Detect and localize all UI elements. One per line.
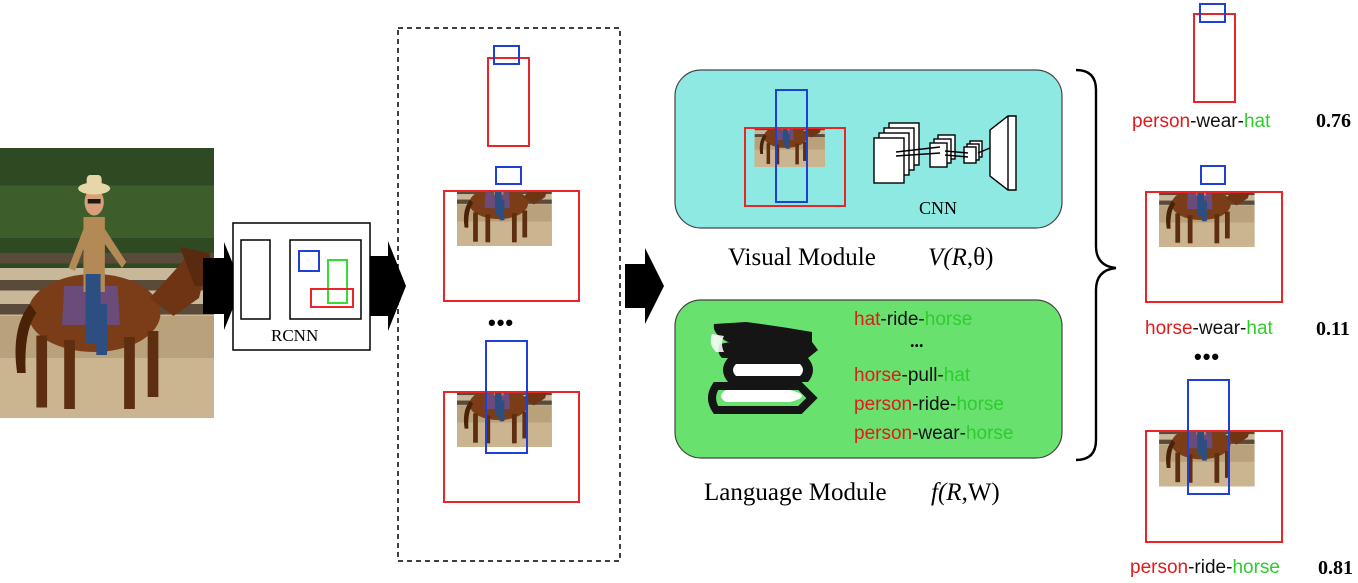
results-ellipsis: •••: [1194, 344, 1221, 369]
candidate-horse-person: [443, 340, 580, 503]
triple-object: horse: [924, 309, 973, 330]
lm-ellipsis: ...: [910, 331, 924, 351]
formula-func: V(: [928, 244, 952, 271]
triple-subject: person: [854, 394, 913, 415]
books-icon: [708, 322, 818, 414]
curly-brace: [1075, 68, 1117, 462]
input-photo: [0, 148, 214, 418]
language-module-title: Language Module: [704, 479, 887, 506]
cnn-icon: [873, 115, 1017, 191]
triple-predicate: -ride-: [880, 309, 925, 330]
result-image-3: [1145, 379, 1283, 543]
triple-subject: horse: [1145, 318, 1193, 339]
visual-module-box: [674, 69, 1063, 229]
visual-module-title: Visual Module: [728, 244, 876, 271]
cnn-label: CNN: [919, 198, 958, 218]
language-module-formula: f(R,W): [931, 479, 1000, 507]
triple-subject: person: [1132, 111, 1191, 132]
triple-object: horse: [1232, 557, 1280, 578]
formula-var: R: [946, 479, 962, 506]
result-image-2: [1145, 165, 1283, 303]
formula-func: f(: [931, 479, 947, 506]
triple-predicate: -wear-: [1192, 318, 1247, 339]
triple-object: hat: [943, 365, 971, 386]
candidate-person-hat: [487, 45, 530, 147]
triple-subject: person: [854, 423, 913, 444]
arrow-icon: [625, 248, 664, 324]
lm-triple-4: person-wear-horse: [854, 423, 1013, 445]
lm-triple-1: hat-ride-horse: [854, 309, 972, 331]
rcnn-block: [232, 222, 371, 351]
result-label-2: horse-wear-hat: [1145, 318, 1273, 340]
rcnn-label: RCNN: [271, 326, 319, 345]
triple-subject: hat: [854, 309, 881, 330]
arrow-icon: [368, 241, 406, 331]
result-image-1: [1193, 3, 1236, 103]
triple-subject: horse: [854, 365, 902, 386]
formula-rest: ,θ): [966, 244, 994, 271]
triple-predicate: -wear-: [912, 423, 966, 444]
triple-object: hat: [1246, 318, 1273, 339]
triple-object: hat: [1243, 111, 1271, 132]
lm-triple-3: person-ride-horse: [854, 394, 1004, 416]
result-score-3: 0.81: [1318, 557, 1353, 579]
visual-module-sample: [744, 89, 846, 207]
result-label-3: person-ride-horse: [1130, 557, 1280, 579]
formula-rest: ,W): [961, 479, 1000, 506]
result-score-1: 0.76: [1316, 110, 1351, 132]
triple-object: horse: [956, 394, 1004, 415]
triple-predicate: -pull-: [901, 365, 944, 386]
candidates-container: [397, 27, 621, 562]
result-label-1: person-wear-hat: [1132, 111, 1270, 133]
formula-var: R: [951, 244, 967, 271]
triple-subject: person: [1130, 557, 1189, 578]
result-score-2: 0.11: [1316, 318, 1350, 340]
candidates-ellipsis: •••: [488, 310, 515, 335]
triple-predicate: -ride-: [912, 394, 957, 415]
triple-predicate: -ride-: [1188, 557, 1233, 578]
visual-module-formula: V(R,θ): [928, 244, 993, 272]
candidate-hat-horse: [443, 166, 580, 302]
lm-triple-2: horse-pull-hat: [854, 365, 970, 387]
triple-predicate: -wear-: [1190, 111, 1244, 132]
triple-object: horse: [965, 423, 1014, 444]
